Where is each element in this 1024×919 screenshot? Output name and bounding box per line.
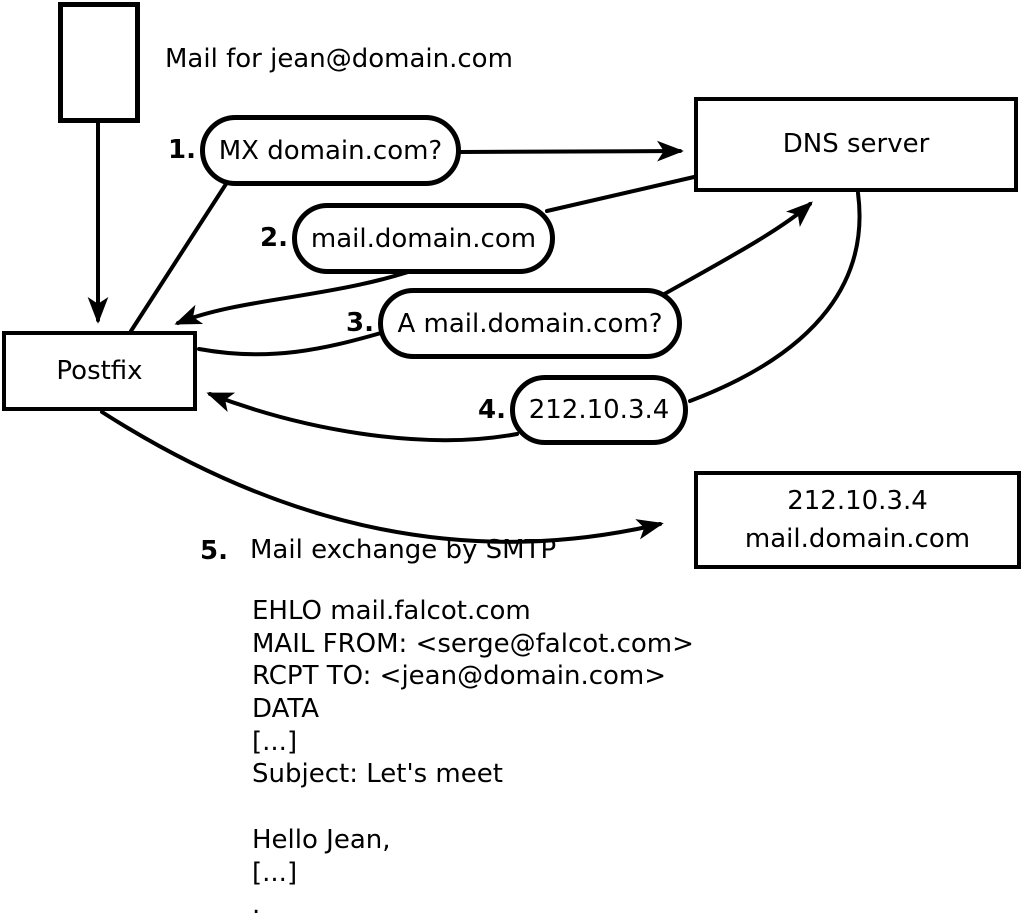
smtp-line: Subject: Let's meet — [252, 759, 503, 790]
mail-server-box: 212.10.3.4 mail.domain.com — [694, 471, 1021, 569]
smtp-line-blank — [252, 792, 694, 825]
a-query-pill: A mail.domain.com? — [378, 288, 682, 359]
postfix-box: Postfix — [2, 331, 197, 411]
arrow-step1-to-dns — [458, 140, 684, 162]
step2-number: 2. — [260, 223, 288, 253]
mail-server-ip: 212.10.3.4 — [787, 486, 928, 516]
smtp-session-transcript: EHLO mail.falcot.com MAIL FROM: <serge@f… — [252, 596, 694, 919]
mx-query-pill: MX domain.com? — [200, 115, 461, 186]
mail-server-hostname: mail.domain.com — [744, 524, 971, 554]
step5-number: 5. — [200, 536, 228, 566]
smtp-line: Hello Jean, — [252, 824, 391, 855]
mx-answer-pill: mail.domain.com — [292, 203, 555, 274]
arrow-step2-to-postfix — [174, 261, 436, 325]
line-step2-from-dns — [545, 175, 696, 213]
arrow-step4-to-postfix — [206, 392, 519, 443]
smtp-line: [...] — [252, 726, 298, 757]
step1-number: 1. — [168, 135, 196, 165]
smtp-line: MAIL FROM: <serge@falcot.com> — [252, 628, 694, 659]
smtp-line: . — [252, 890, 261, 919]
step4-number: 4. — [478, 395, 506, 425]
line-step3-from-postfix — [197, 331, 383, 357]
mail-caption: Mail for jean@domain.com — [165, 44, 513, 74]
line-step1-from-postfix — [129, 182, 228, 333]
step5-label: Mail exchange by SMTP — [250, 535, 557, 565]
smtp-line: [...] — [252, 857, 298, 888]
dns-server-box: DNS server — [694, 97, 1018, 192]
smtp-line: DATA — [252, 694, 319, 725]
arrow-step5-smtp — [100, 410, 664, 544]
smtp-line: EHLO mail.falcot.com — [252, 596, 531, 626]
mail-envelope — [58, 2, 140, 123]
smtp-line: RCPT TO: <jean@domain.com> — [252, 661, 667, 692]
line-step4-from-dns — [688, 191, 862, 403]
step3-number: 3. — [346, 308, 374, 338]
a-answer-pill: 212.10.3.4 — [510, 375, 688, 445]
arrow-step3-to-dns — [657, 201, 813, 299]
